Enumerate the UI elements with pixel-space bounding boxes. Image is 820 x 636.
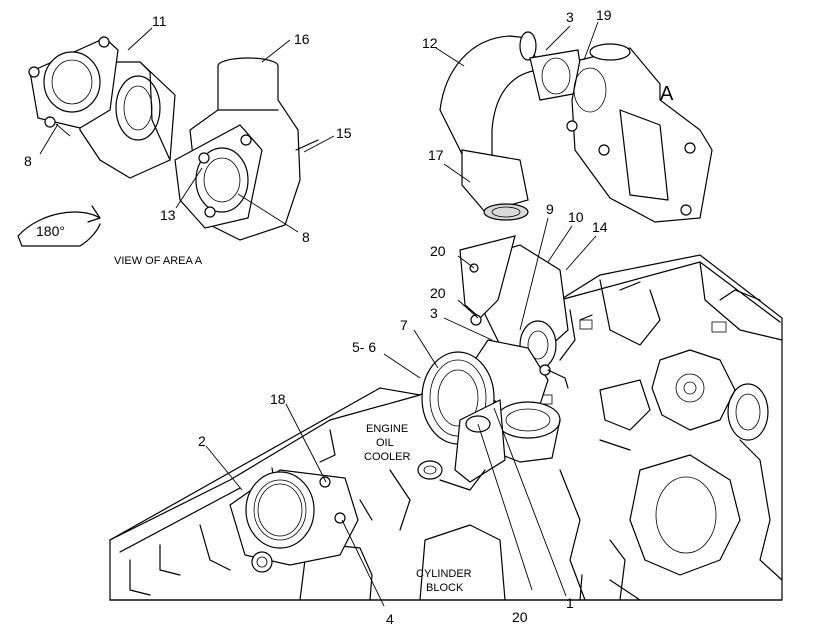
callout-12: 12 xyxy=(422,35,438,51)
leader-lines xyxy=(39,21,599,607)
callout-3-mid: 3 xyxy=(430,305,438,321)
oil-cooler-adapter xyxy=(417,351,506,491)
callout-10: 10 xyxy=(568,209,584,225)
detail-elbow-16 xyxy=(174,57,319,241)
callout-8-right: 8 xyxy=(302,229,310,245)
rotation-label: 180° xyxy=(36,223,65,239)
block-label-line1: CYLINDER xyxy=(416,568,472,580)
inlet-elbow-2 xyxy=(229,469,359,573)
oil-cooler-label-line3: COOLER xyxy=(364,451,411,463)
callout-18: 18 xyxy=(270,391,286,407)
view-label: VIEW OF AREA A xyxy=(114,255,203,267)
callout-2: 2 xyxy=(198,433,206,449)
callout-9: 9 xyxy=(546,201,554,217)
callout-15: 15 xyxy=(336,125,352,141)
callout-numbers: 11 16 8 15 13 8 12 3 19 A 17 9 10 14 20 … xyxy=(24,7,674,627)
pump-housing-A xyxy=(566,43,713,223)
callout-16: 16 xyxy=(294,31,310,47)
callout-3-top: 3 xyxy=(566,9,574,25)
text-labels: 180° VIEW OF AREA A ENGINE OIL COOLER CY… xyxy=(36,223,472,594)
callout-20-top: 20 xyxy=(430,243,446,259)
callout-20-bottom: 20 xyxy=(512,609,528,625)
callout-5-6: 5- 6 xyxy=(352,339,376,355)
callout-1: 1 xyxy=(566,595,574,611)
callout-11: 11 xyxy=(152,13,167,29)
block-label-line2: BLOCK xyxy=(426,582,464,594)
callout-14: 14 xyxy=(592,219,608,235)
callout-4: 4 xyxy=(386,611,394,627)
oil-cooler-label-line2: OIL xyxy=(376,437,394,449)
callout-20-mid: 20 xyxy=(430,285,446,301)
oil-cooler-label-line1: ENGINE xyxy=(366,423,408,435)
callout-7: 7 xyxy=(400,317,408,333)
callout-19: 19 xyxy=(596,7,612,23)
callout-13: 13 xyxy=(160,207,176,223)
callout-17: 17 xyxy=(428,147,444,163)
area-a-label: A xyxy=(660,83,674,105)
callout-8-left: 8 xyxy=(24,153,32,169)
detail-housing-11 xyxy=(28,36,176,179)
rotation-arrow-icon xyxy=(17,205,101,247)
